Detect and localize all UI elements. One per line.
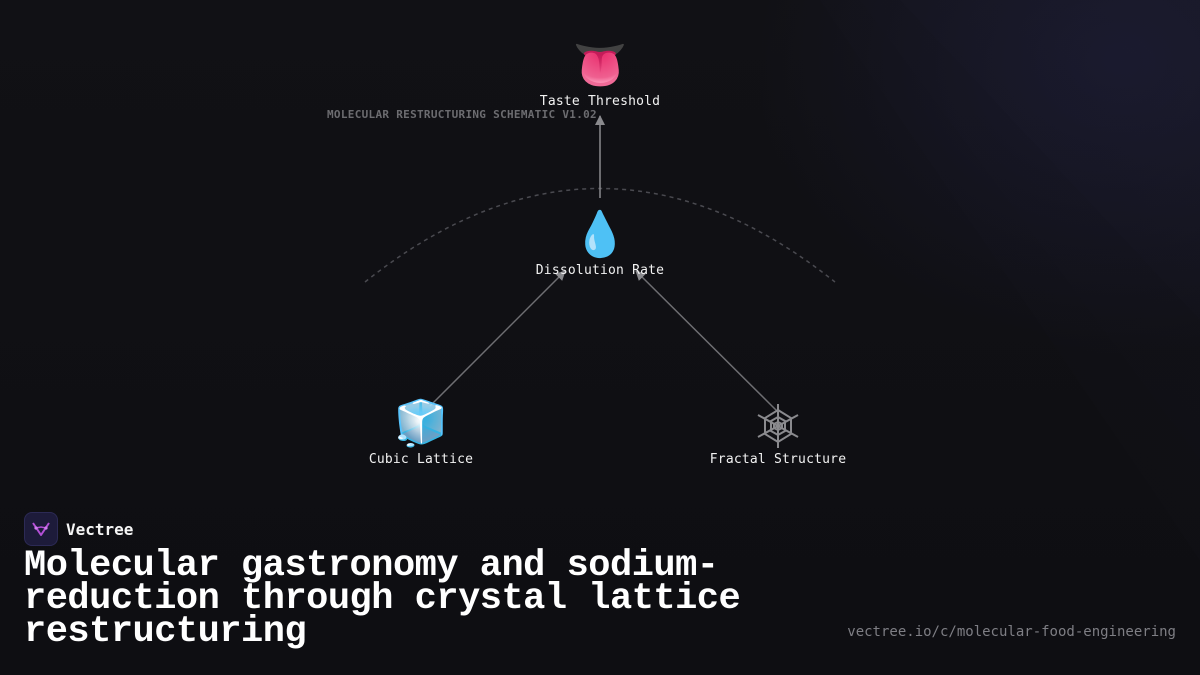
node-dissolution-rate: 💧 Dissolution Rate [500, 207, 700, 278]
ice-cube-icon: 🧊 [393, 398, 449, 449]
node-fractal-structure: Fractal Structure [678, 396, 878, 467]
node-taste-threshold: 👅 Taste Threshold [500, 38, 700, 109]
edge-fractal-to-dissolution [635, 270, 779, 413]
node-label-dissolution-rate: Dissolution Rate [535, 263, 665, 278]
brand: Vectree [24, 512, 133, 546]
node-label-fractal-structure: Fractal Structure [709, 452, 847, 467]
node-label-cubic-lattice: Cubic Lattice [368, 452, 474, 467]
vectree-logo-icon [24, 512, 58, 546]
node-cubic-lattice: 🧊 Cubic Lattice [321, 396, 521, 467]
edge-cubic-to-dissolution [429, 270, 566, 407]
droplet-icon: 💧 [572, 209, 628, 260]
schematic-version-label: MOLECULAR RESTRUCTURING SCHEMATIC V1.02 [327, 108, 597, 121]
brand-name: Vectree [66, 519, 134, 539]
spider-web-icon [678, 396, 878, 452]
tongue-icon: 👅 [572, 40, 628, 91]
node-label-taste-threshold: Taste Threshold [539, 94, 661, 109]
page-title: Molecular gastronomy and sodium-reductio… [24, 545, 741, 653]
footer-url: vectree.io/c/molecular-food-engineering [847, 624, 1176, 640]
